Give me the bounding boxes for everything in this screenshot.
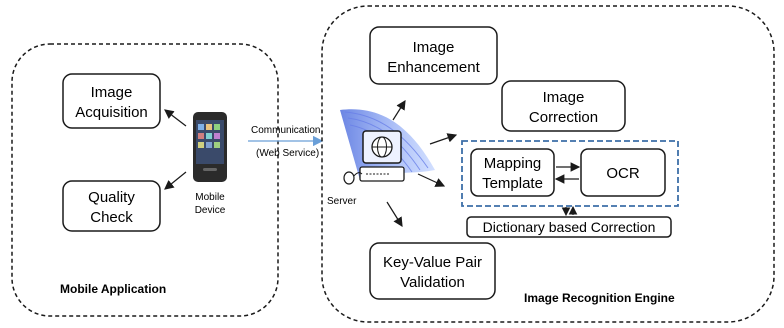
mapping-template-line2: Template [482, 175, 543, 192]
server-icon [343, 130, 405, 185]
mobile-panel-border [11, 43, 279, 317]
key-value-line2: Validation [400, 274, 465, 291]
quality-check-line2: Check [90, 209, 133, 226]
dictionary-correction-label: Dictionary based Correction [483, 219, 656, 235]
mobile-device-label-line1: Mobile [195, 192, 225, 203]
image-enhancement-line2: Enhancement [387, 59, 480, 76]
key-value-validation-box: Key-Value Pair Validation [369, 242, 496, 300]
mobile-panel-label: Mobile Application [60, 282, 166, 296]
image-recognition-engine-panel: Image Recognition Engine [321, 5, 775, 323]
arrow-server-to-keyvalue [386, 201, 403, 228]
engine-panel-label: Image Recognition Engine [524, 291, 675, 305]
mapping-template-box: Mapping Template [470, 148, 555, 197]
server-label: Server [327, 196, 357, 207]
arrow-device-to-acquisition [164, 109, 187, 127]
image-correction-box: Image Correction [501, 80, 626, 132]
dictionary-correction-box: Dictionary based Correction [466, 216, 672, 238]
image-acquisition-line2: Acquisition [75, 104, 148, 121]
image-acquisition-line1: Image [91, 84, 133, 101]
web-service-label: (Web Service) [256, 148, 319, 159]
mobile-device-label-line2: Device [195, 205, 226, 216]
ocr-label: OCR [606, 165, 640, 182]
quality-check-box: Quality Check [62, 180, 161, 232]
arrow-server-to-mapping [417, 173, 446, 187]
mobile-device-icon [193, 112, 227, 182]
image-correction-line2: Correction [529, 109, 598, 126]
arrow-server-to-correction [429, 133, 458, 145]
key-value-line1: Key-Value Pair [383, 254, 482, 271]
arrow-server-to-enhancement [392, 99, 406, 121]
image-enhancement-line1: Image [413, 39, 455, 56]
image-enhancement-box: Image Enhancement [369, 26, 498, 85]
mobile-application-panel: Mobile Application [11, 43, 279, 317]
mapping-template-line1: Mapping [484, 155, 542, 172]
communication-label: Communication [251, 125, 320, 136]
quality-check-line1: Quality [88, 189, 135, 206]
arrow-device-to-quality [164, 171, 187, 190]
image-acquisition-box: Image Acquisition [62, 73, 161, 129]
image-correction-line1: Image [543, 89, 585, 106]
ocr-box: OCR [580, 148, 666, 197]
